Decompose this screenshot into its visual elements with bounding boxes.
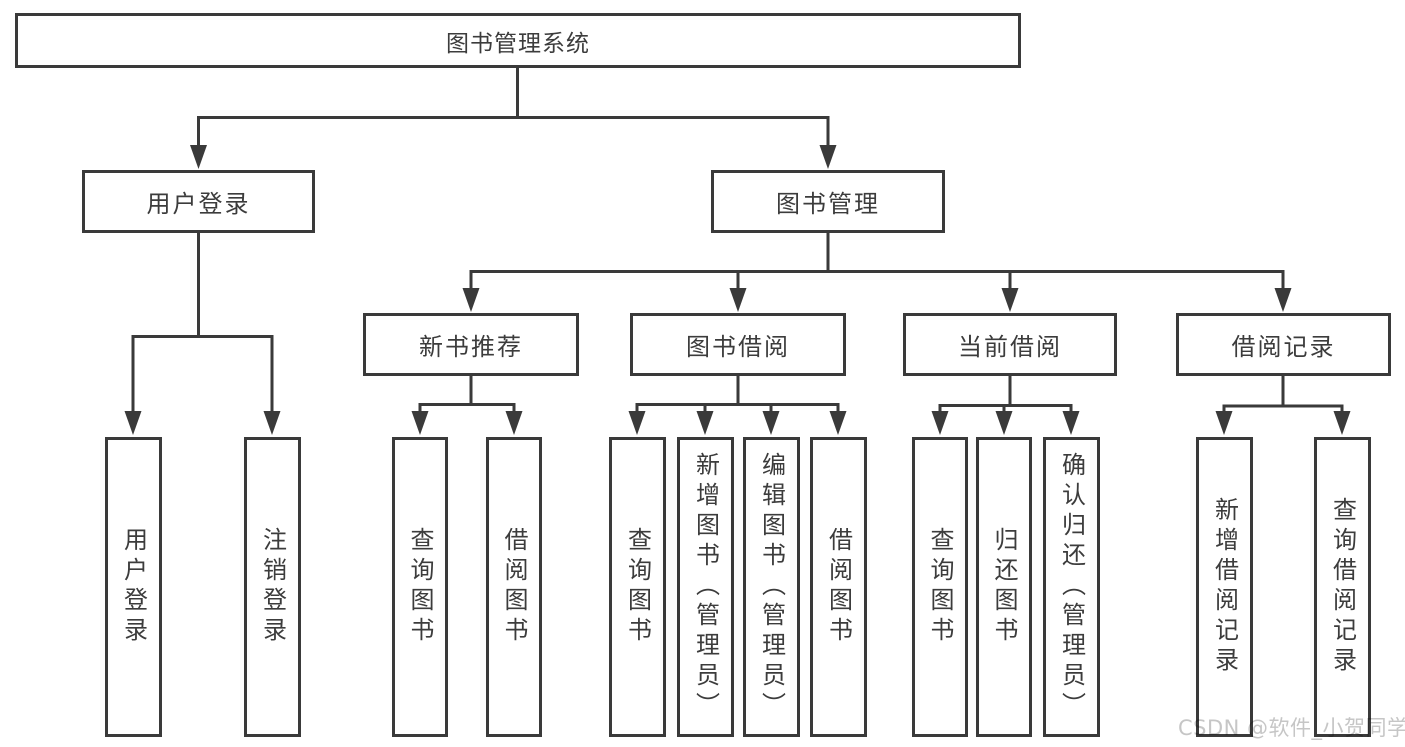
leaf-query-borrow-record: 查询借阅记录 bbox=[1314, 437, 1371, 737]
arrow-down-icon bbox=[762, 411, 780, 435]
connector-user-login-branch bbox=[131, 233, 274, 416]
leaf-query-books-current-label: 查询图书 bbox=[926, 527, 954, 647]
node-root-label: 图书管理系统 bbox=[446, 30, 590, 57]
node-new-book-recommend: 新书推荐 bbox=[363, 313, 579, 376]
node-borrow-records: 借阅记录 bbox=[1176, 313, 1391, 376]
leaf-query-borrow-record-label: 查询借阅记录 bbox=[1328, 497, 1357, 677]
arrow-down-icon bbox=[263, 411, 281, 435]
leaf-add-borrow-record-label: 新增借阅记录 bbox=[1210, 497, 1239, 677]
leaf-borrow-books-label: 借阅图书 bbox=[824, 527, 853, 647]
leaf-query-books-recommend: 查询图书 bbox=[392, 437, 448, 737]
leaf-query-books-recommend-label: 查询图书 bbox=[406, 527, 434, 647]
node-new-book-recommend-label: 新书推荐 bbox=[419, 333, 523, 361]
arrow-down-icon bbox=[505, 411, 523, 435]
arrow-down-icon bbox=[124, 411, 142, 435]
leaf-query-books-current: 查询图书 bbox=[912, 437, 968, 737]
watermark: CSDN @软件_小贺同学 bbox=[1178, 712, 1405, 742]
leaf-add-borrow-record: 新增借阅记录 bbox=[1196, 437, 1253, 737]
connector-current-borrow-branch bbox=[938, 376, 1073, 416]
connector-root-to-level2 bbox=[197, 68, 830, 150]
connector-book-borrow-branch bbox=[635, 376, 840, 416]
arrowheads bbox=[124, 145, 1351, 435]
node-current-borrow-label: 当前借阅 bbox=[958, 333, 1062, 361]
arrow-down-icon bbox=[696, 411, 714, 435]
leaf-return-books: 归还图书 bbox=[976, 437, 1032, 737]
arrow-down-icon bbox=[1062, 411, 1080, 435]
arrow-down-icon bbox=[931, 411, 949, 435]
leaf-logout-login: 注销登录 bbox=[244, 437, 301, 737]
leaf-add-book-admin: 新增图书（管理员） bbox=[677, 437, 734, 737]
arrow-down-icon bbox=[628, 411, 646, 435]
node-current-borrow: 当前借阅 bbox=[903, 313, 1117, 376]
node-book-management: 图书管理 bbox=[711, 170, 945, 233]
node-user-login: 用户登录 bbox=[82, 170, 315, 233]
node-book-borrow-label: 图书借阅 bbox=[686, 333, 790, 361]
leaf-edit-book-admin: 编辑图书（管理员） bbox=[743, 437, 800, 737]
connector-borrow-records-branch bbox=[1222, 376, 1344, 416]
arrow-down-icon bbox=[1274, 288, 1292, 312]
leaf-user-login: 用户登录 bbox=[105, 437, 162, 737]
node-borrow-records-label: 借阅记录 bbox=[1231, 333, 1336, 361]
leaf-edit-book-admin-label: 编辑图书（管理员） bbox=[757, 452, 786, 722]
leaf-logout-login-label: 注销登录 bbox=[258, 527, 287, 647]
leaf-return-books-label: 归还图书 bbox=[990, 527, 1018, 647]
leaf-borrow-books-recommend-label: 借阅图书 bbox=[500, 527, 528, 647]
arrow-down-icon bbox=[462, 288, 480, 312]
node-user-login-label: 用户登录 bbox=[146, 190, 251, 218]
leaf-user-login-label: 用户登录 bbox=[119, 527, 148, 647]
leaf-add-book-admin-label: 新增图书（管理员） bbox=[691, 452, 720, 722]
arrow-down-icon bbox=[819, 145, 837, 169]
arrow-down-icon bbox=[829, 411, 847, 435]
leaf-borrow-books: 借阅图书 bbox=[810, 437, 867, 737]
arrow-down-icon bbox=[1333, 411, 1351, 435]
arrow-down-icon bbox=[190, 145, 207, 169]
node-book-borrow: 图书借阅 bbox=[630, 313, 846, 376]
connector-new-book-branch bbox=[418, 376, 516, 416]
connector-book-management-branch bbox=[469, 233, 1285, 293]
leaf-query-books-borrow-label: 查询图书 bbox=[623, 527, 652, 647]
leaf-query-books-borrow: 查询图书 bbox=[609, 437, 666, 737]
leaf-confirm-return-admin: 确认归还（管理员） bbox=[1043, 437, 1100, 737]
node-root: 图书管理系统 bbox=[15, 13, 1021, 68]
arrow-down-icon bbox=[1215, 411, 1233, 435]
node-book-management-label: 图书管理 bbox=[776, 190, 880, 218]
arrow-down-icon bbox=[729, 288, 747, 312]
watermark-text: CSDN @软件_小贺同学 bbox=[1178, 716, 1405, 740]
leaf-confirm-return-admin-label: 确认归还（管理员） bbox=[1057, 452, 1086, 722]
arrow-down-icon bbox=[411, 411, 429, 435]
arrow-down-icon bbox=[995, 411, 1013, 435]
leaf-borrow-books-recommend: 借阅图书 bbox=[486, 437, 542, 737]
arrow-down-icon bbox=[1001, 288, 1019, 312]
